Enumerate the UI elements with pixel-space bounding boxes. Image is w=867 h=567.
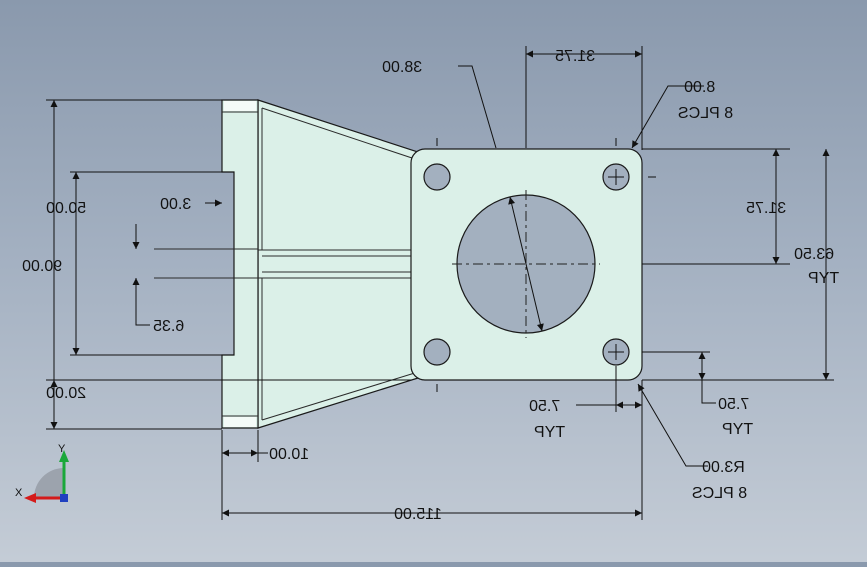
corner-hole-top-left[interactable]	[423, 163, 451, 191]
label-left-height: 90.00	[22, 258, 62, 275]
flange-bottom-highlight	[224, 417, 256, 427]
label-corner-x-note: TYP	[534, 424, 565, 441]
label-corner-y-note: TYP	[722, 421, 753, 438]
leader-top-width	[458, 65, 497, 149]
leader-corner-radius	[637, 383, 708, 467]
bore-diameter-line	[508, 196, 544, 332]
dimension-lines	[46, 46, 834, 520]
leader-slot-width	[135, 302, 150, 326]
corner-hole-bottom-left[interactable]	[423, 338, 451, 366]
label-tab-depth: 3.00	[160, 196, 191, 213]
label-corner-x: 7.50	[529, 398, 560, 415]
flange-top-highlight	[224, 101, 256, 111]
triad-z-origin	[60, 494, 68, 502]
label-hole-dia: 8.00	[684, 79, 715, 96]
bracket-part[interactable]	[154, 99, 643, 429]
label-top-offset: 31.75	[555, 48, 595, 65]
leader-corner-y	[701, 380, 716, 404]
label-square-height: 63.50	[794, 246, 834, 263]
label-overall-width: 115.00	[394, 506, 442, 523]
leader-hole-dia	[631, 85, 704, 149]
label-corner-radius: R3.00	[702, 459, 745, 476]
label-corner-y: 7.50	[718, 396, 749, 413]
label-top-width: 38.00	[382, 59, 422, 76]
label-flange-width: 10.00	[269, 446, 309, 463]
triad-x-label: X	[15, 487, 23, 499]
label-hole-dia-note: 8 PLCS	[678, 105, 733, 122]
dimension-labels: 38.00 31.75 8.00 8 PLCS 90.00 50.00 3.00…	[22, 48, 839, 523]
label-square-height-note: TYP	[808, 270, 839, 287]
label-slot-width: 6.35	[153, 318, 184, 335]
hole-center-mark-br	[608, 344, 624, 360]
orientation-triad[interactable]: Y X	[15, 443, 69, 503]
web-inner-top	[261, 107, 419, 161]
left-flange	[221, 99, 259, 429]
triad-plane-fill	[34, 468, 64, 498]
triad-y-label: Y	[58, 443, 66, 455]
bracket-web	[257, 99, 419, 429]
label-corner-radius-note: 8 PLCS	[692, 485, 747, 502]
label-right-vertical: 31.75	[746, 200, 786, 217]
label-left-upper: 50.00	[46, 200, 86, 217]
hole-center-mark-tr	[608, 169, 624, 185]
label-left-lower: 20.00	[46, 385, 86, 402]
triad-y-arrow-icon	[59, 450, 69, 462]
triad-x-arrow-icon	[24, 493, 36, 503]
